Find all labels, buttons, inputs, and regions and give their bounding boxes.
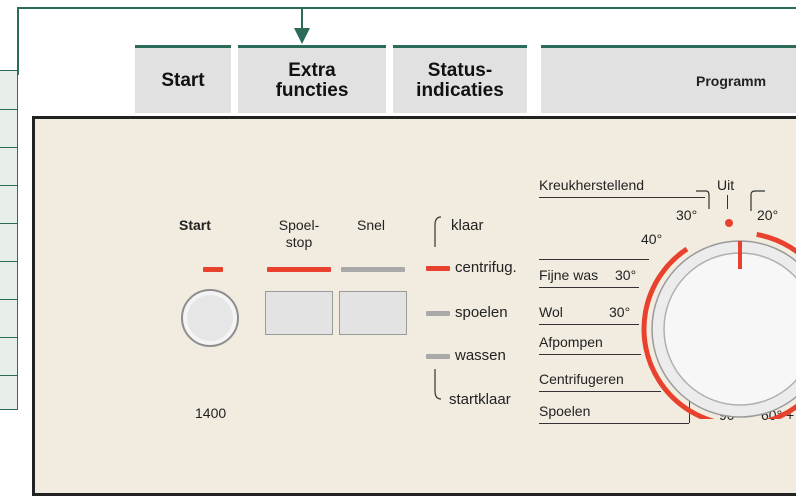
program-dial[interactable] xyxy=(635,219,796,419)
start-label: Start xyxy=(179,217,211,233)
arrow-down-icon xyxy=(294,28,310,44)
tab-status-indicaties: Status- indicaties xyxy=(393,45,527,113)
status-wassen-led xyxy=(426,354,450,359)
snel-label: Snel xyxy=(356,217,386,233)
tab-programma: Programm xyxy=(541,45,796,113)
control-panel: Start 1400 Spoel- stop Snel klaar centri… xyxy=(32,116,796,496)
snel-button[interactable] xyxy=(339,291,407,335)
spoelstop-led xyxy=(267,267,331,272)
program-fijne-was: Fijne was xyxy=(539,267,599,283)
status-klaar: klaar xyxy=(451,217,484,234)
program-20: 20° xyxy=(757,207,779,223)
tab-extra-functies: Extra functies xyxy=(238,45,386,113)
status-wassen: wassen xyxy=(455,347,506,364)
spoelstop-button[interactable] xyxy=(265,291,333,335)
program-30-kreuk: 30° xyxy=(676,207,698,223)
left-table-fragment xyxy=(0,70,18,410)
program-kreukherstellend: Kreukherstellend xyxy=(539,177,645,193)
tab-start: Start xyxy=(135,45,231,113)
status-centrifug: centrifug. xyxy=(455,259,517,276)
start-led xyxy=(203,267,223,272)
program-centrifugeren: Centrifugeren xyxy=(539,371,624,387)
program-spoelen: Spoelen xyxy=(539,403,591,419)
status-centrifug-led xyxy=(426,266,450,271)
status-startklaar: startklaar xyxy=(449,391,511,408)
program-afpompen: Afpompen xyxy=(539,334,603,350)
status-spoelen-led xyxy=(426,311,450,316)
program-fijne-was-temp: 30° xyxy=(615,267,637,283)
snel-led xyxy=(341,267,405,272)
program-40: 40° xyxy=(641,231,663,247)
program-uit: Uit xyxy=(717,177,735,193)
start-button[interactable] xyxy=(181,289,239,347)
spoelstop-label: Spoel- stop xyxy=(278,217,320,250)
status-bracket xyxy=(434,216,442,400)
program-wol-temp: 30° xyxy=(609,304,631,320)
dial-pointer-icon xyxy=(738,241,742,269)
status-spoelen: spoelen xyxy=(455,304,508,321)
program-wol: Wol xyxy=(539,304,563,320)
spin-speed-label: 1400 xyxy=(195,405,227,421)
